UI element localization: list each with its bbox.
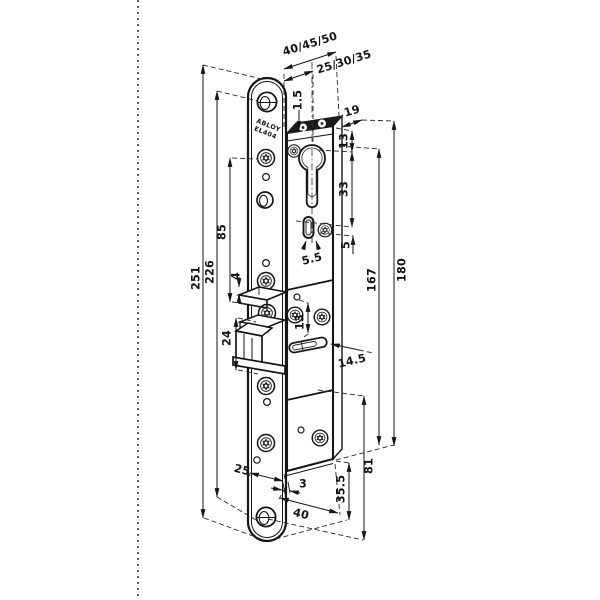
- faceplate-hole: [263, 398, 272, 407]
- case-hole: [297, 426, 305, 434]
- dim-cylinder-to-case-bottom: 167: [366, 268, 379, 292]
- cylinder-fixing-slot: [302, 216, 315, 239]
- case-hole: [293, 293, 301, 301]
- spindle-hub-slot: [288, 336, 328, 354]
- deadbolt: [232, 314, 288, 376]
- dim-case-bottom-to-hole: 35.5: [335, 475, 348, 503]
- faceplate-hole: [262, 259, 271, 268]
- dim-case-bottom-depth: 40: [292, 506, 311, 523]
- dim-cylinder-length: 33: [338, 181, 351, 197]
- dim-case-length: 180: [396, 258, 409, 282]
- dim-top-to-cylinder: 13: [338, 133, 351, 149]
- dim-faceplate-thickness: 3: [299, 478, 307, 491]
- dimension-lines: [200, 51, 397, 542]
- dim-slot-offset: 5: [340, 241, 353, 249]
- case-side-face: [332, 114, 343, 461]
- case-seam: [286, 279, 334, 291]
- dim-slot-width: 5.5: [301, 250, 324, 268]
- faceplate-hole: [253, 456, 261, 464]
- dim-mounting-hole-centers: 226: [204, 260, 217, 284]
- dim-deadbolt-height: 24: [221, 330, 234, 346]
- dim-faceplate-width: 25: [233, 462, 252, 479]
- dim-screw-to-latch: 85: [216, 224, 229, 240]
- dim-case-depth: 19: [343, 103, 362, 120]
- dim-backset-options: 25/30/35: [315, 48, 373, 77]
- faceplate-hole: [262, 173, 271, 182]
- case-bottom-edge: [286, 462, 334, 477]
- case-seam: [286, 389, 334, 401]
- dim-hub-slot-length: 14.5: [337, 351, 368, 370]
- lock-case: [285, 62, 344, 477]
- dim-faceplate-length: 251: [190, 266, 203, 290]
- dim-faceplate-offset: 1.5: [292, 90, 305, 110]
- dim-latch-clearance: 4: [230, 272, 243, 280]
- faceplate: ABLOY EL404: [232, 76, 289, 543]
- dim-hub-offset: 13: [294, 314, 307, 330]
- faceplate-oval-hole: [256, 191, 274, 209]
- euro-cylinder-cutout: [298, 144, 326, 209]
- dim-case-bottom-to-plate-end: 81: [363, 458, 376, 474]
